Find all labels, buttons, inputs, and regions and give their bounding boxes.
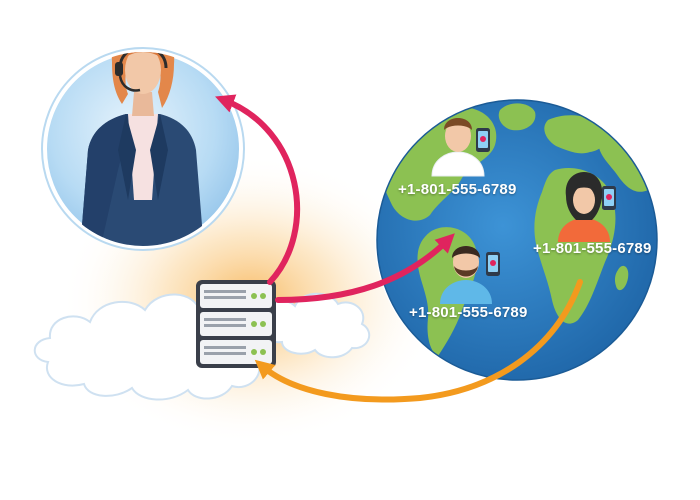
smartphone-icon xyxy=(602,186,616,210)
call-center-agent-icon xyxy=(41,47,245,251)
caller-person-icon xyxy=(431,118,490,177)
smartphone-icon xyxy=(486,252,500,276)
smartphone-icon xyxy=(476,128,490,152)
server-rack-icon xyxy=(196,280,276,368)
arrow-globe-to-server xyxy=(254,279,583,403)
caller-person-icon xyxy=(440,246,500,304)
caller-person-icon xyxy=(558,172,616,242)
phone-number-label: +1-801-555-6789 xyxy=(533,240,652,257)
arrow-server-to-globe xyxy=(275,233,455,303)
phone-number-label: +1-801-555-6789 xyxy=(409,304,528,321)
arrow-server-to-agent xyxy=(215,94,301,285)
phone-number-label: +1-801-555-6789 xyxy=(398,181,517,198)
